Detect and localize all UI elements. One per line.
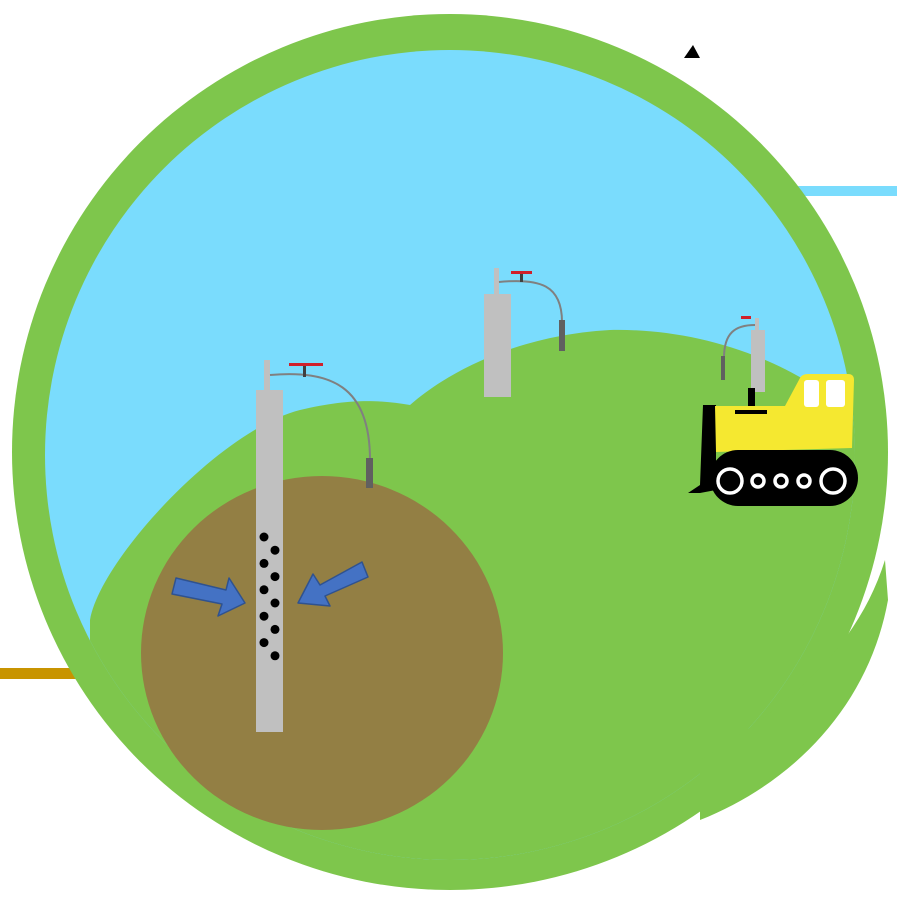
perforation-hole bbox=[260, 585, 269, 594]
marker-triangle-icon bbox=[684, 45, 700, 58]
dozer-track bbox=[710, 450, 858, 506]
valve-handle-middle bbox=[511, 271, 532, 274]
well-riser-back bbox=[755, 318, 759, 332]
valve-stem-front bbox=[303, 365, 306, 377]
soil-zone bbox=[141, 476, 503, 830]
perforation-hole bbox=[271, 599, 280, 608]
perforation-hole bbox=[271, 651, 280, 660]
well-pipe-back bbox=[751, 330, 765, 392]
perforation-hole bbox=[271, 546, 280, 555]
dozer-window-1 bbox=[804, 380, 819, 407]
perforation-hole bbox=[271, 572, 280, 581]
well-pipe-middle bbox=[484, 294, 511, 397]
hose-end-back bbox=[721, 356, 725, 380]
well-riser-middle bbox=[494, 268, 499, 296]
perforation-hole bbox=[260, 612, 269, 621]
perforation-hole bbox=[260, 559, 269, 568]
dozer-exhaust bbox=[748, 388, 755, 406]
well-riser-front bbox=[264, 360, 270, 392]
perforation-hole bbox=[260, 638, 269, 647]
dozer-trim bbox=[735, 410, 767, 414]
hose-end-middle bbox=[559, 320, 565, 351]
dozer-window-2 bbox=[826, 380, 845, 407]
hose-end-front bbox=[366, 458, 373, 488]
valve-handle-front bbox=[289, 363, 323, 366]
well-pipe-front bbox=[256, 390, 283, 732]
valve-handle-back bbox=[741, 316, 751, 319]
perforation-hole bbox=[260, 533, 269, 542]
perforation-hole bbox=[271, 625, 280, 634]
